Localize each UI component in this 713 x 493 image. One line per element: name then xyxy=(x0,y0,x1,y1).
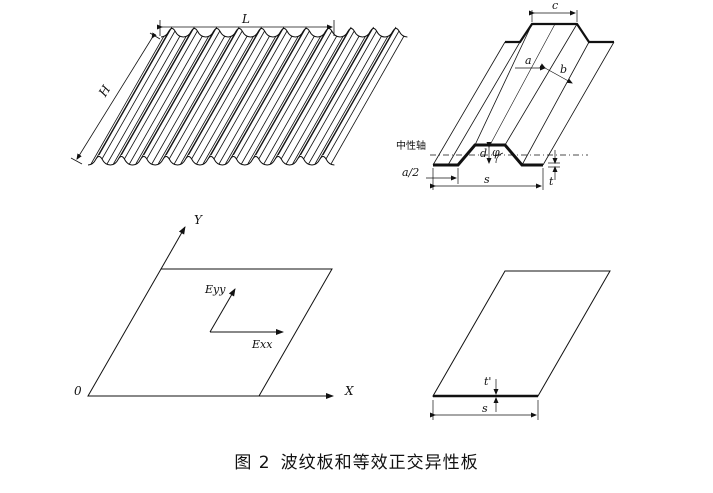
corrugation-line xyxy=(247,35,322,165)
corrugation-line xyxy=(285,35,360,165)
corrugation-line xyxy=(157,35,232,165)
label-c: c xyxy=(552,0,558,12)
corrugation-line xyxy=(236,30,310,160)
corrugation-line xyxy=(274,30,349,160)
label-X: X xyxy=(344,384,354,398)
corrugation-line xyxy=(280,30,355,160)
corrugation-line xyxy=(180,35,254,165)
corrugation-line xyxy=(252,30,327,160)
corrugation-line xyxy=(165,26,240,156)
corrugation-line xyxy=(269,35,344,165)
corrugation-line xyxy=(162,30,237,160)
caption-number: 图 2 xyxy=(234,453,271,473)
corrugation-line xyxy=(233,26,307,156)
corrugation-line xyxy=(303,30,377,160)
label-phi: φ xyxy=(492,146,500,159)
corrugation-line xyxy=(297,30,371,160)
label-neutral-axis: 中性轴 xyxy=(396,139,426,152)
orthotropic-plate xyxy=(87,226,334,399)
corrugation-line xyxy=(292,35,366,165)
label-Eyy: Eyy xyxy=(204,283,226,296)
corrugation-line xyxy=(277,26,352,156)
equivalent-plate xyxy=(430,270,611,420)
label-origin: 0 xyxy=(74,384,82,398)
corrugation-line xyxy=(188,26,262,156)
label-t: t xyxy=(549,175,554,188)
corrugation-line xyxy=(225,35,299,165)
label-a-half: a/2 xyxy=(402,166,419,179)
corrugation-line xyxy=(255,26,330,156)
corrugation-line xyxy=(314,35,389,165)
label-s-equivalent: s xyxy=(482,402,488,415)
corrugation-line xyxy=(124,30,198,160)
corrugation-line xyxy=(308,35,382,165)
corrugation-line xyxy=(101,30,176,160)
corrugation-line xyxy=(173,35,248,165)
corrugation-line xyxy=(213,30,288,160)
label-H: H xyxy=(95,82,113,100)
corrugation-line xyxy=(151,35,226,165)
label-a: a xyxy=(525,54,532,67)
corrugated-sheet xyxy=(87,26,408,166)
corrugation-line xyxy=(241,35,315,165)
label-t-prime: t' xyxy=(484,375,491,388)
caption-text: 波纹板和等效正交异性板 xyxy=(280,453,479,473)
dimension-L xyxy=(157,20,335,36)
corrugation-line xyxy=(230,30,304,160)
corrugation-line xyxy=(325,30,400,160)
corrugation-line xyxy=(322,26,397,156)
label-Y: Y xyxy=(194,213,203,227)
corrugation-line xyxy=(319,30,394,160)
corrugation-line xyxy=(263,35,338,165)
label-L: L xyxy=(241,12,250,26)
corrugation-line xyxy=(191,30,265,160)
corrugation-line xyxy=(207,30,282,160)
corrugation-line xyxy=(202,35,277,165)
label-b: b xyxy=(560,63,567,76)
figure-caption: 图 2 波纹板和等效正交异性板 xyxy=(0,448,713,473)
label-d: d xyxy=(480,147,487,160)
corrugation-line xyxy=(196,35,270,165)
dimension-H xyxy=(70,32,161,165)
corrugation-line xyxy=(146,30,221,160)
corrugation-detail xyxy=(426,10,615,190)
corrugation-line xyxy=(168,30,243,160)
corrugation-line xyxy=(300,26,374,156)
corrugation-line xyxy=(185,30,259,160)
label-s: s xyxy=(484,173,490,186)
label-Exx: Exx xyxy=(251,338,273,351)
corrugation-line xyxy=(258,30,333,160)
corrugation-line xyxy=(210,26,285,156)
corrugation-line xyxy=(218,35,293,165)
corrugation-line xyxy=(330,35,405,165)
